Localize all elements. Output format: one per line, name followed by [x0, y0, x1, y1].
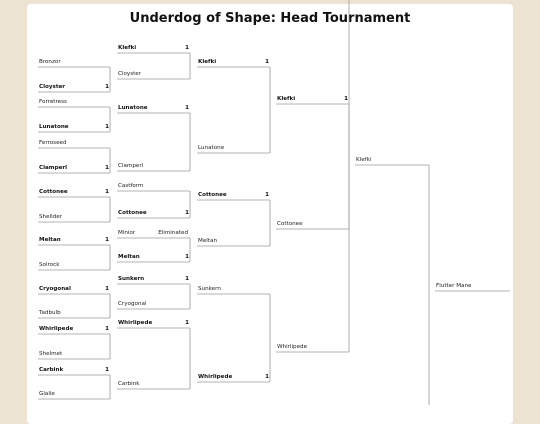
- competitor-name: Bronzor: [39, 59, 61, 65]
- competitor-name: Lunatone: [118, 105, 148, 111]
- match-score: 1: [265, 59, 269, 65]
- competitor-name: Tadbulb: [39, 310, 61, 316]
- competitor-name: Clamperl: [39, 165, 68, 171]
- competitor-name: Cryogonal: [118, 301, 147, 307]
- competitor-name: Whirlipede: [198, 374, 233, 380]
- competitor-name: Whirlipede: [39, 326, 74, 332]
- competitor-name: Cottonee: [39, 189, 68, 195]
- competitor-name: Clamperl: [118, 163, 144, 169]
- match-score: 1: [105, 84, 109, 90]
- match-score: 1: [265, 374, 269, 380]
- competitor-name: Cottonee: [198, 192, 227, 198]
- competitor-name: Carbink: [39, 367, 64, 373]
- match-score: 1: [105, 189, 109, 195]
- competitor-name: Carbink: [118, 381, 140, 387]
- competitor-name: Cottonee: [118, 210, 147, 216]
- competitor-name: Cloyster: [118, 71, 142, 77]
- competitor-name: Meltan: [118, 254, 140, 260]
- match-score: 1: [185, 105, 189, 111]
- competitor-name: Cottonee: [277, 221, 303, 227]
- competitor-name: Klefki: [118, 45, 137, 51]
- competitor-name: Klefki: [277, 96, 296, 102]
- match-score: 1: [105, 367, 109, 373]
- match-score: 1: [185, 320, 189, 326]
- match-score: 1: [105, 286, 109, 292]
- competitor-name: Whirlipede: [118, 320, 153, 326]
- competitor-name: Minior: [118, 230, 136, 236]
- competitor-name: Castform: [118, 183, 144, 189]
- match-score: 1: [105, 326, 109, 332]
- competitor-name: Lunatone: [39, 124, 69, 130]
- match-score: 1: [265, 192, 269, 198]
- competitor-name: Glalie: [39, 391, 55, 397]
- competitor-name: Forretress: [39, 99, 67, 105]
- match-score: 1: [185, 45, 189, 51]
- competitor-name: Lunatone: [198, 145, 225, 151]
- competitor-name: Cloyster: [39, 84, 66, 90]
- competitor-name: Meltan: [198, 238, 217, 244]
- match-score: 1: [185, 276, 189, 282]
- competitor-name: Sunkern: [198, 286, 221, 292]
- competitor-name: Cryogonal: [39, 286, 71, 292]
- champion-name: Flutter Mane: [436, 283, 472, 289]
- competitor-name: Meltan: [39, 237, 61, 243]
- match-score: 1: [105, 165, 109, 171]
- match-score: 1: [344, 96, 348, 102]
- competitor-name: Shellder: [39, 214, 62, 220]
- competitor-name: Whirlipede: [277, 344, 308, 350]
- page-title: Underdog of Shape: Head Tournament: [129, 11, 411, 26]
- competitor-name: Sunkern: [118, 276, 145, 282]
- match-score: 1: [185, 210, 189, 216]
- match-score: 1: [105, 237, 109, 243]
- match-score: 1: [185, 254, 189, 260]
- competitor-name: Shelmet: [39, 351, 63, 357]
- competitor-name: Klefki: [356, 157, 372, 163]
- match-score: 1: [105, 124, 109, 130]
- competitor-name: Ferroseed: [39, 140, 67, 146]
- elimination-note: Eliminated: [158, 230, 188, 236]
- competitor-name: Solrock: [39, 262, 60, 268]
- competitor-name: Klefki: [198, 59, 217, 65]
- bracket-lines: [38, 0, 510, 405]
